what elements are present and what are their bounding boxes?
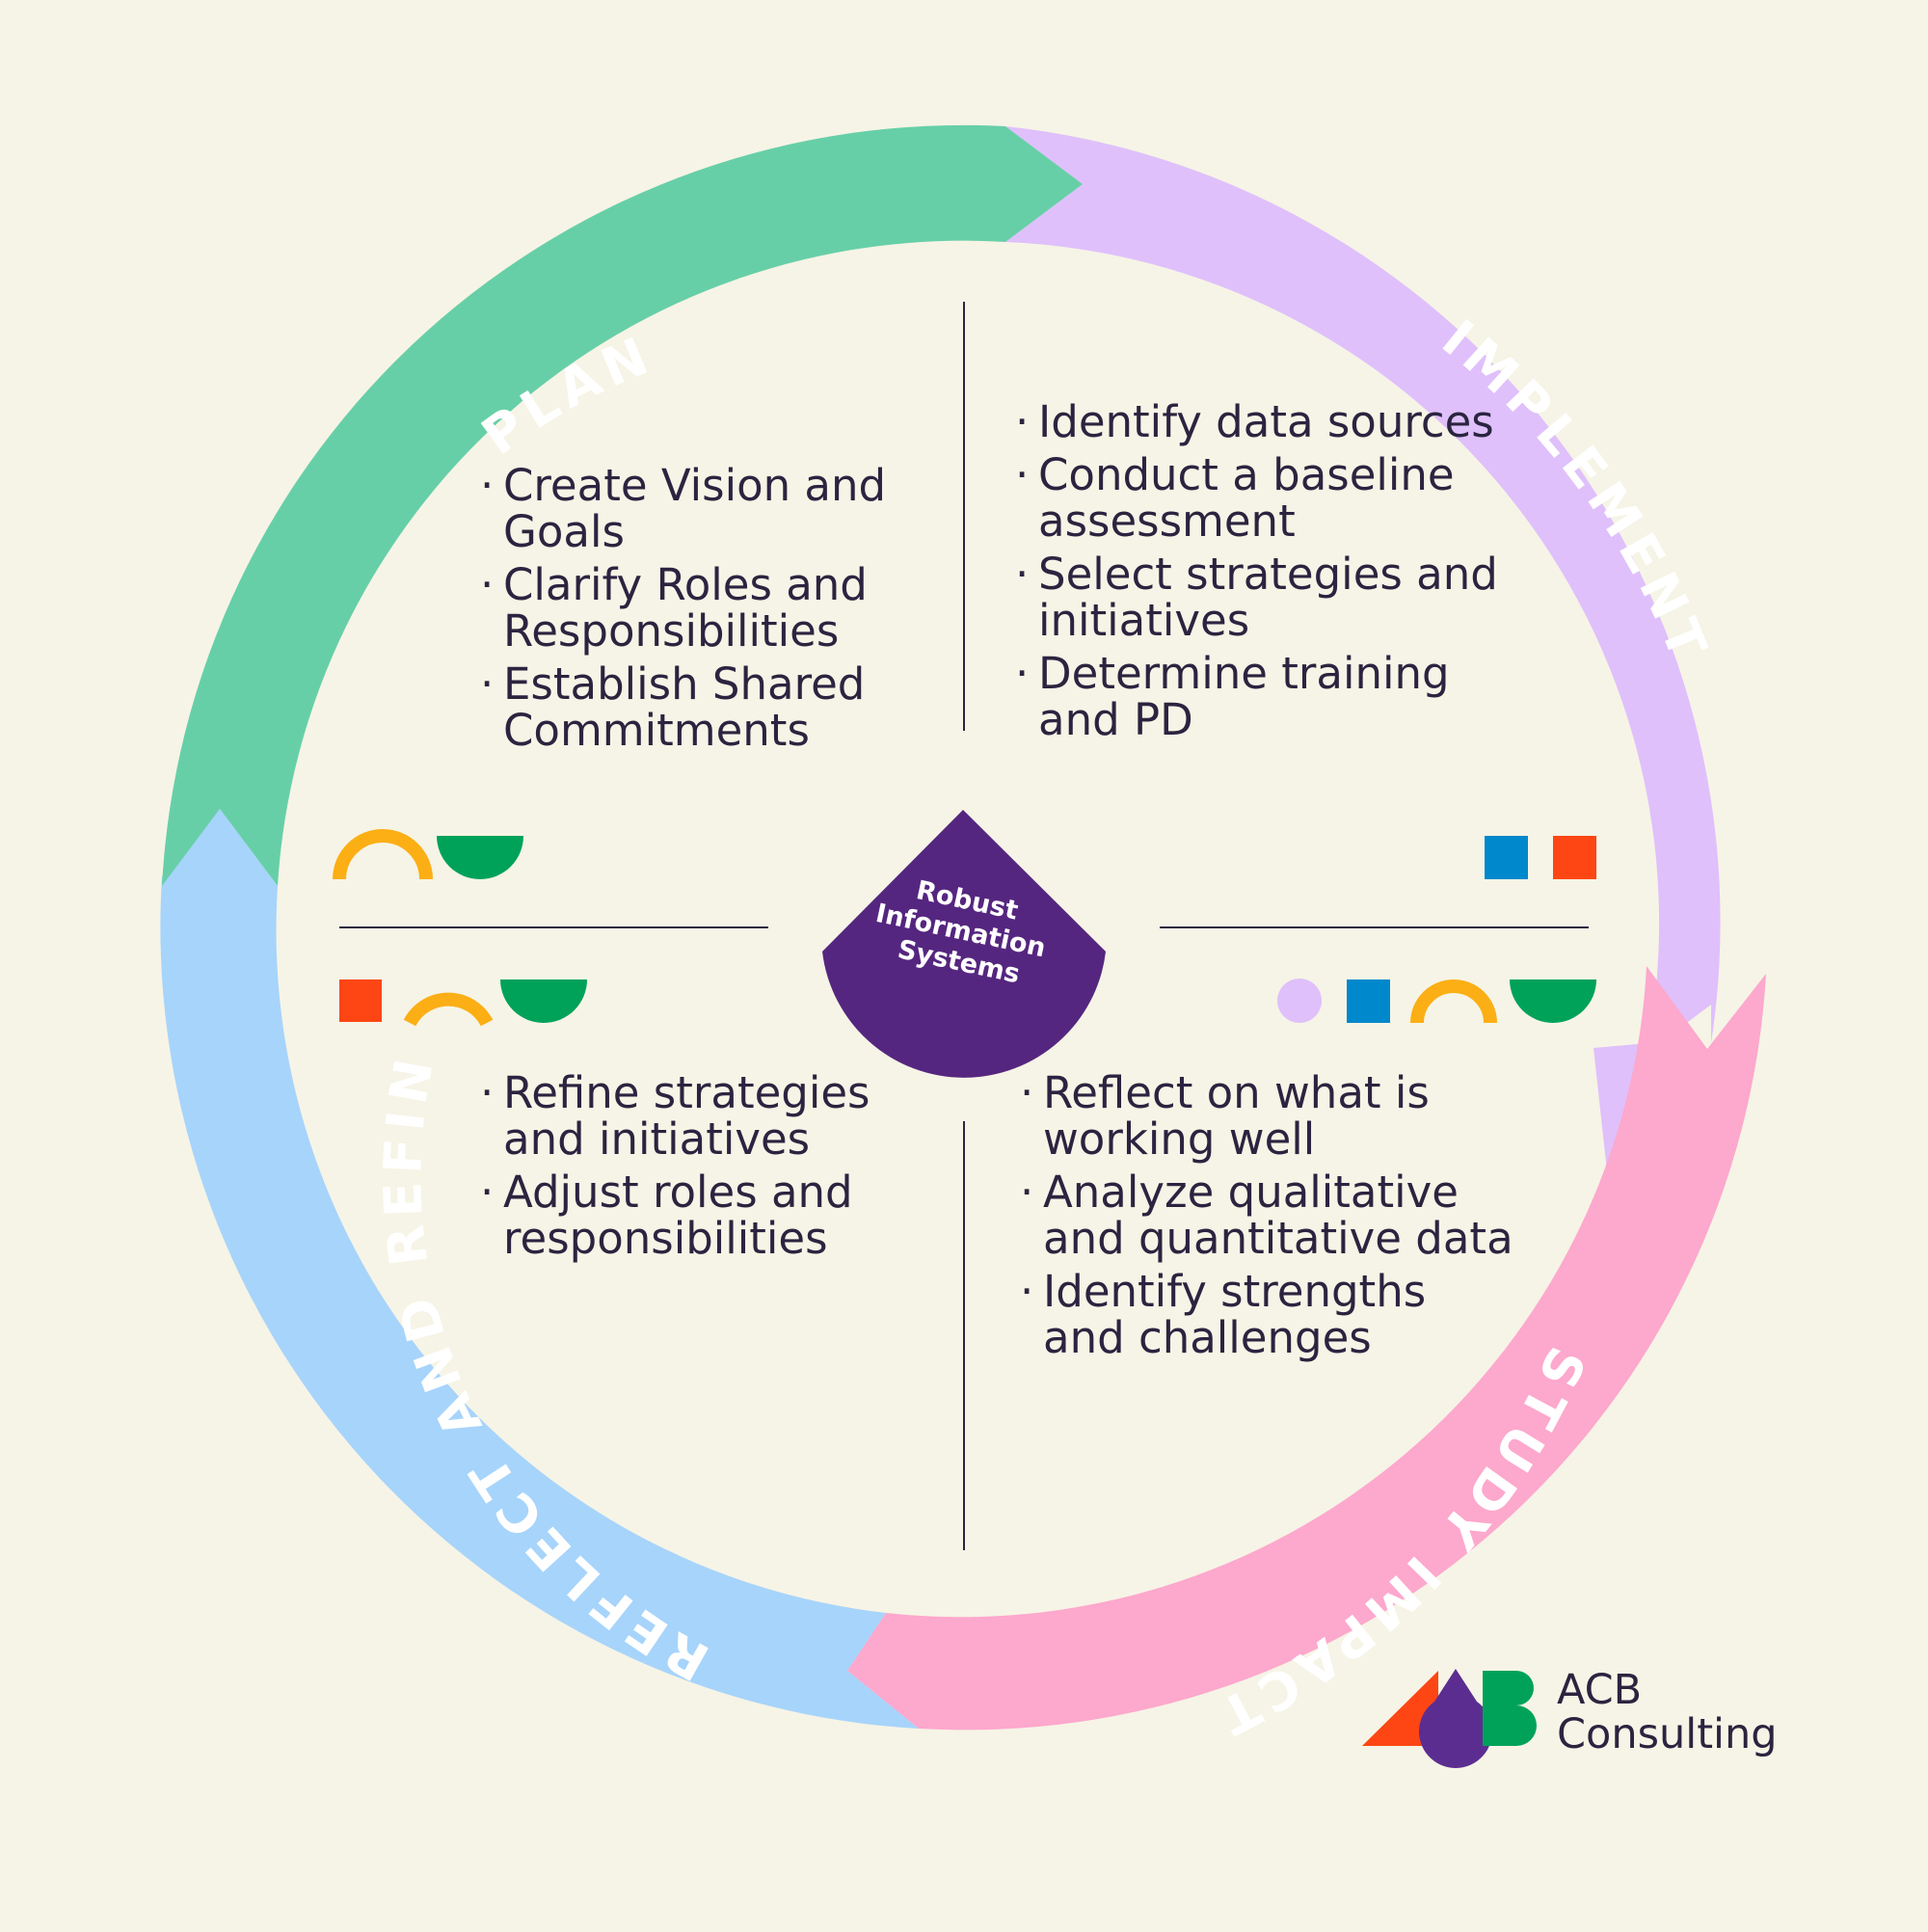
- red-square-icon: [339, 979, 382, 1022]
- study-items: Reflect on what is working well Analyze …: [1020, 1070, 1521, 1361]
- green-half-circle-icon: [437, 836, 523, 879]
- blue-square-icon: [1347, 979, 1390, 1023]
- study-impact-arrow: [847, 966, 1766, 1731]
- study-quadrant: Reflect on what is working well Analyze …: [1020, 1070, 1521, 1368]
- plan-items: Create Vision and Goals Clarify Roles an…: [480, 463, 924, 754]
- logo-red-triangle: [1362, 1671, 1438, 1746]
- implement-items: Identify data sources Conduct a baseline…: [1015, 399, 1516, 743]
- list-item: Analyze qualitative and quantitative dat…: [1020, 1169, 1521, 1262]
- logo-name-line1: ACB: [1557, 1666, 1643, 1714]
- list-item: Establish Shared Commitments: [480, 661, 924, 754]
- reflect-items: Refine strategies and initiatives Adjust…: [480, 1070, 924, 1262]
- list-item: Identify data sources: [1015, 399, 1516, 446]
- list-item: Select strategies and initiatives: [1015, 551, 1516, 644]
- implement-quadrant: Identify data sources Conduct a baseline…: [1015, 399, 1516, 750]
- logo-green-b: [1483, 1671, 1537, 1746]
- blue-square-icon: [1485, 836, 1528, 879]
- list-item: Refine strategies and initiatives: [480, 1070, 924, 1163]
- green-half-circle-icon: [1510, 979, 1596, 1023]
- divider-lines: [339, 302, 1589, 1550]
- implement-arrow: [1005, 126, 1721, 1323]
- plan-arrow: [162, 124, 1083, 887]
- plan-quadrant: Create Vision and Goals Clarify Roles an…: [480, 463, 924, 761]
- green-half-circle-icon: [500, 979, 587, 1023]
- logo-purple-drop: [1418, 1669, 1492, 1768]
- list-item: Reflect on what is working well: [1020, 1070, 1521, 1163]
- acb-logo-mark: [1362, 1669, 1537, 1768]
- center-badge-shape: [822, 810, 1106, 1078]
- list-item: Identify strengths and challenges: [1020, 1269, 1521, 1361]
- decorative-shapes: [333, 829, 1596, 1027]
- yellow-arch-icon: [333, 829, 433, 880]
- cycle-ring: [160, 124, 1766, 1731]
- list-item: Determine training and PD: [1015, 651, 1516, 743]
- list-item: Clarify Roles and Responsibilities: [480, 562, 924, 655]
- list-item: Create Vision and Goals: [480, 463, 924, 555]
- logo-name-line2: Consulting: [1557, 1710, 1778, 1758]
- lilac-circle-icon: [1277, 979, 1322, 1023]
- red-square-icon: [1553, 836, 1596, 879]
- reflect-and-refine-arrow: [160, 809, 919, 1729]
- center-badge: Robust Information Systems: [822, 810, 1106, 1078]
- reflect-quadrant: Refine strategies and initiatives Adjust…: [480, 1070, 924, 1269]
- yellow-arch-icon: [1410, 979, 1497, 1024]
- yellow-arch-icon: [403, 992, 494, 1027]
- list-item: Conduct a baseline assessment: [1015, 452, 1516, 545]
- list-item: Adjust roles and responsibilities: [480, 1169, 924, 1262]
- company-logo-text: ACB Consulting: [1557, 1668, 1778, 1757]
- center-label: Robust Information Systems: [867, 869, 1063, 996]
